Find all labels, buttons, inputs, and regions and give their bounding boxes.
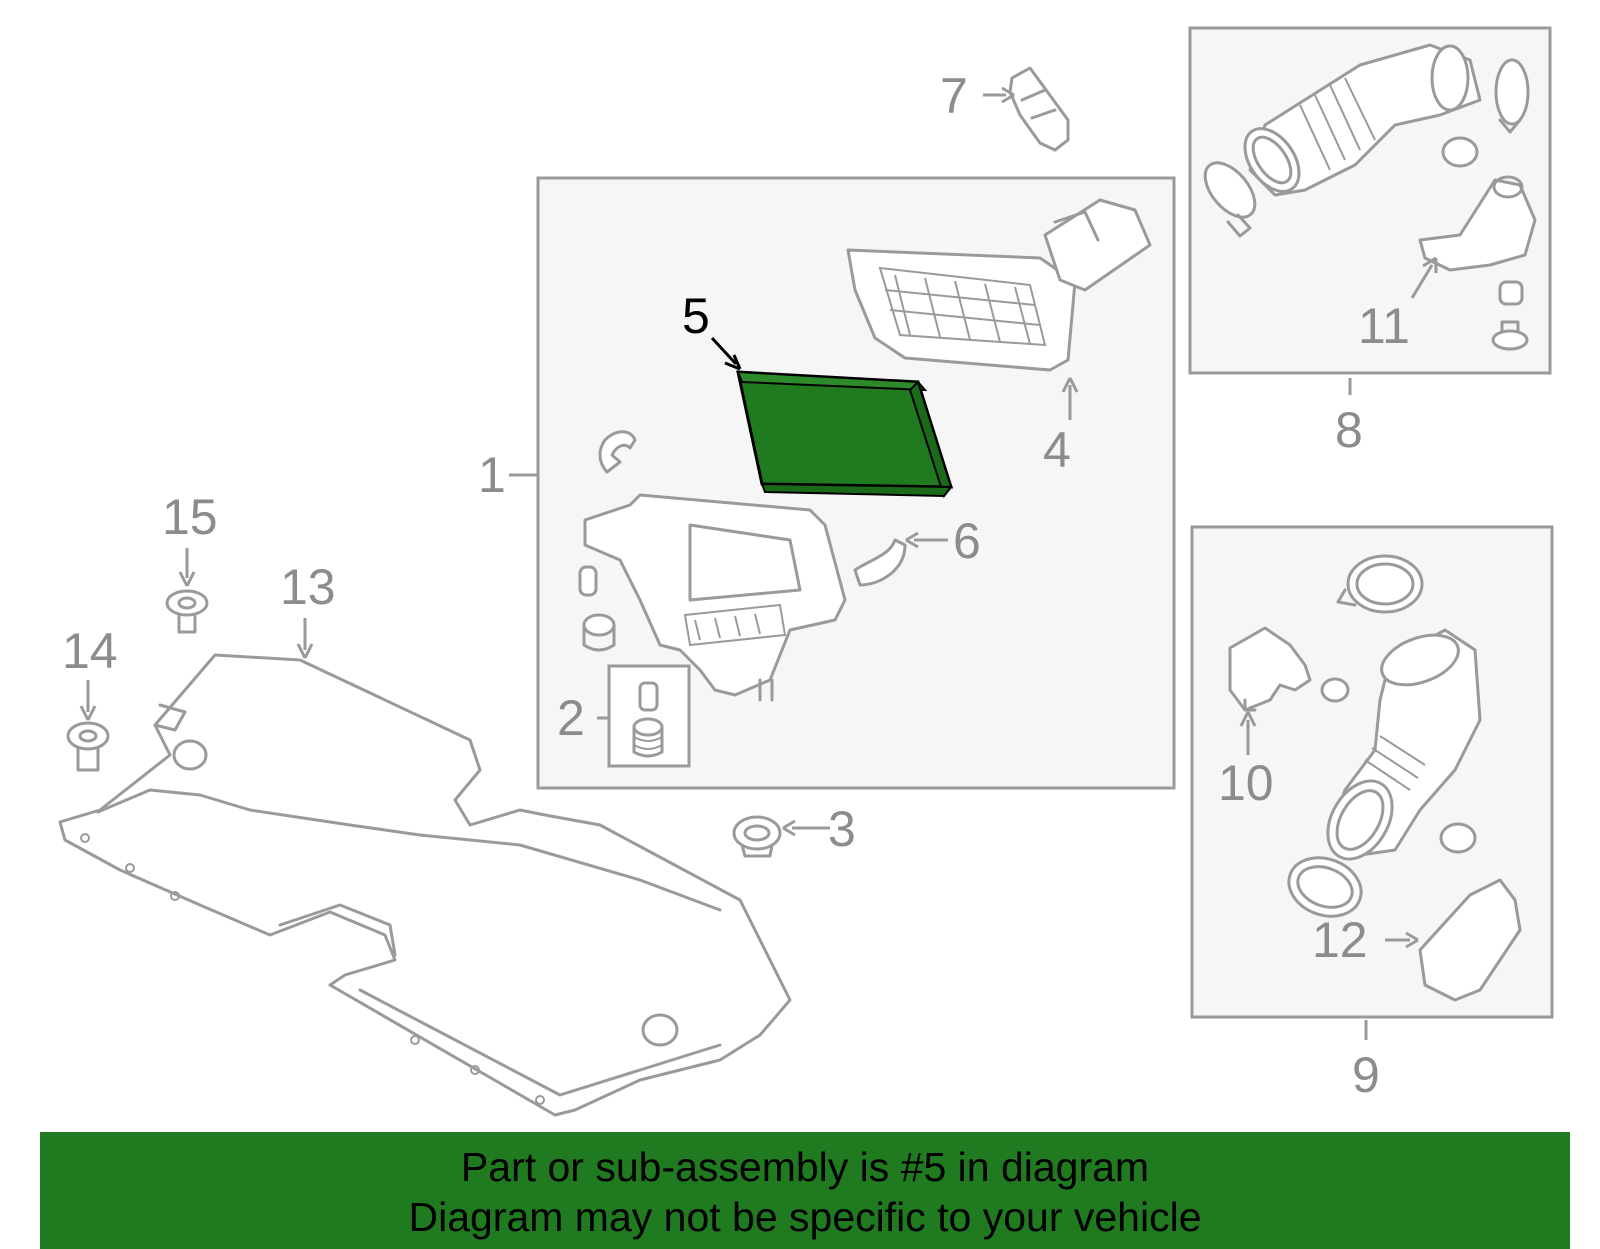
mass-airflow-sensor-part-7 — [1008, 66, 1070, 152]
grommet-part-3 — [732, 815, 782, 858]
info-banner: Part or sub-assembly is #5 in diagram Di… — [40, 1132, 1570, 1249]
callout-6: 6 — [953, 513, 981, 569]
callout-12: 12 — [1312, 912, 1368, 968]
callout-labels: 1 2 3 4 5 6 7 8 9 10 11 12 13 14 15 — [62, 68, 1410, 1103]
callout-14: 14 — [62, 623, 118, 679]
damper-set-part-2 — [632, 681, 664, 758]
banner-line-2: Diagram may not be specific to your vehi… — [408, 1194, 1202, 1240]
callout-1: 1 — [478, 447, 506, 503]
callout-9: 9 — [1352, 1047, 1380, 1103]
callout-2: 2 — [557, 690, 585, 746]
lower-housing — [583, 493, 847, 702]
callout-5: 5 — [682, 288, 710, 344]
callout-4: 4 — [1043, 422, 1071, 478]
upper-housing-part-4 — [846, 198, 1152, 372]
small-damper-parts — [578, 565, 616, 652]
clip-part-14 — [66, 721, 110, 772]
callout-7: 7 — [940, 68, 968, 124]
banner-line-1: Part or sub-assembly is #5 in diagram — [460, 1144, 1150, 1190]
callout-11: 11 — [1358, 298, 1410, 354]
leader-lines — [79, 86, 1438, 1040]
clip-part-15 — [165, 589, 209, 634]
callout-10: 10 — [1218, 755, 1274, 811]
air-filter-part-5 — [736, 370, 954, 499]
undercover-shield-part — [58, 653, 792, 1117]
assembly-box-2 — [607, 664, 691, 768]
intake-duct-assembly-8 — [1203, 43, 1537, 351]
callout-3: 3 — [828, 801, 856, 857]
intake-duct-assembly-9 — [1228, 554, 1522, 1002]
clip-icon — [598, 430, 637, 474]
callout-8: 8 — [1335, 402, 1363, 458]
bracket-part-6 — [853, 538, 907, 587]
callout-13: 13 — [280, 559, 336, 615]
callout-15: 15 — [162, 489, 218, 545]
